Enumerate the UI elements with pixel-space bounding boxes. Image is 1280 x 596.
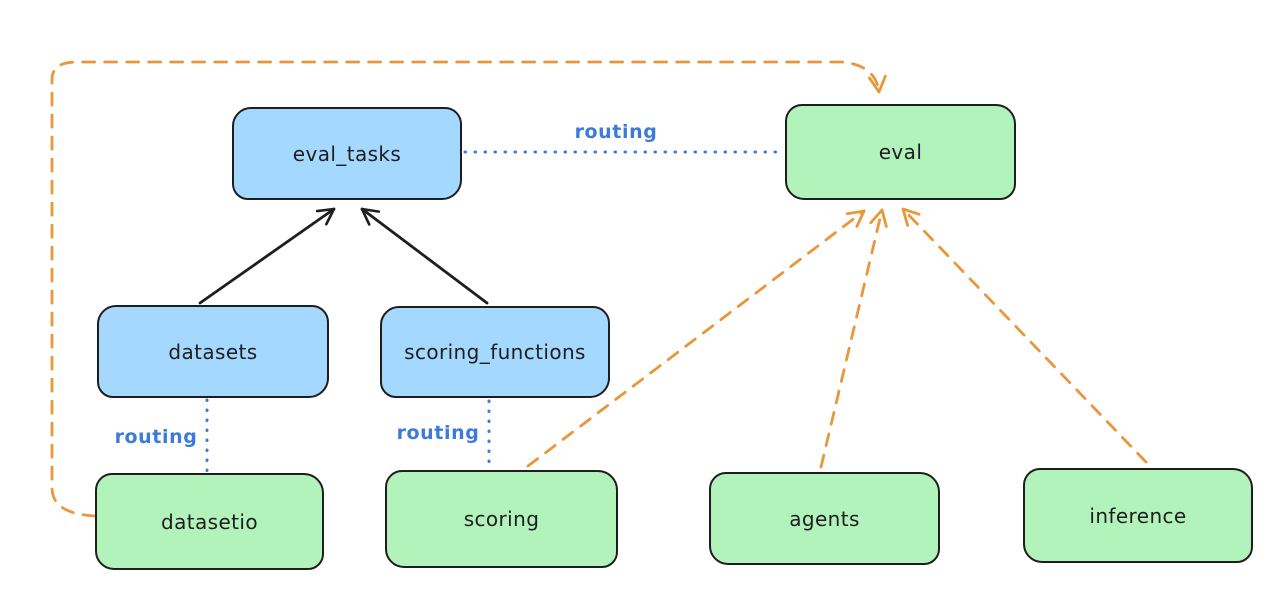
edge-inference-to-eval xyxy=(901,207,1148,464)
edge-label-routing-eval-tasks-eval: routing xyxy=(574,121,658,143)
edge-agents-to-eval xyxy=(819,208,888,469)
node-scoring-functions-label: scoring_functions xyxy=(404,340,586,364)
node-inference: inference xyxy=(1023,468,1253,563)
node-inference-label: inference xyxy=(1089,503,1187,528)
node-eval: eval xyxy=(785,104,1016,200)
node-datasets: datasets xyxy=(97,305,329,398)
node-eval-tasks: eval_tasks xyxy=(232,107,462,200)
node-scoring-label: scoring xyxy=(463,507,540,531)
node-scoring: scoring xyxy=(385,470,618,568)
edge-label-routing-scoring-functions-scoring: routing xyxy=(396,422,480,444)
edge-scoring-functions-to-eval-tasks xyxy=(360,207,489,305)
node-eval-tasks-label: eval_tasks xyxy=(292,141,402,166)
node-datasetio-label: datasetio xyxy=(160,509,258,534)
node-scoring-functions: scoring_functions xyxy=(380,306,610,398)
edge-label-routing-datasets-datasetio: routing xyxy=(114,426,198,448)
node-eval-label: eval xyxy=(878,140,923,164)
node-agents-label: agents xyxy=(789,506,860,531)
edge-datasets-to-eval-tasks xyxy=(198,207,336,305)
edge-scoring-to-eval xyxy=(526,209,866,468)
node-datasets-label: datasets xyxy=(168,339,258,364)
node-datasetio: datasetio xyxy=(95,473,324,570)
node-agents: agents xyxy=(709,472,940,565)
